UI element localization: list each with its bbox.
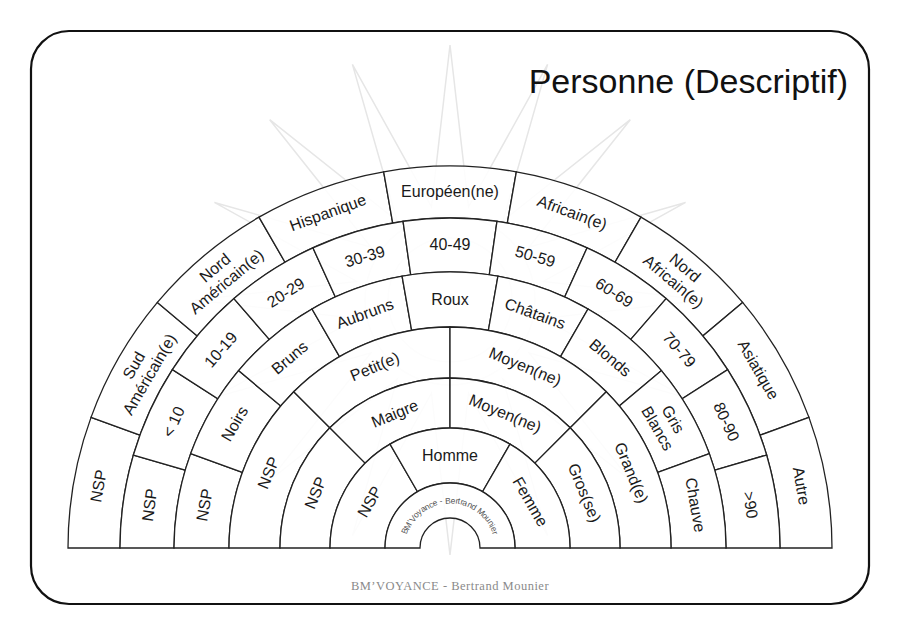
page-frame (31, 31, 869, 604)
sector-path (385, 483, 515, 548)
sector-label: 40-49 (430, 236, 471, 254)
sector-path (384, 166, 517, 223)
sun-watermark (195, 45, 705, 555)
center-credit: BM’Voyance - Bertrand Mounier (382, 480, 518, 551)
sector-path (403, 218, 497, 275)
sector-label: Européen(ne) (401, 183, 499, 201)
sector-path (402, 272, 498, 330)
credit-glyph: - (439, 497, 443, 506)
sector-path (483, 444, 571, 548)
sun-rays (195, 45, 705, 555)
sector-label: Roux (431, 291, 468, 309)
sector-outline (382, 480, 518, 551)
chart-sector: 40-49 (400, 215, 500, 278)
sector-label: >90 (739, 490, 761, 519)
footer-caption: BM’VOYANCE - Bertrand Mounier (0, 579, 900, 594)
credit-glyph: B (445, 496, 451, 505)
center-band: BM’Voyance - Bertrand Mounier (382, 480, 518, 551)
sector-label: Homme (422, 447, 478, 465)
chart-title: Personne (Descriptif) (529, 62, 848, 101)
chart-sector: Roux (399, 269, 501, 334)
